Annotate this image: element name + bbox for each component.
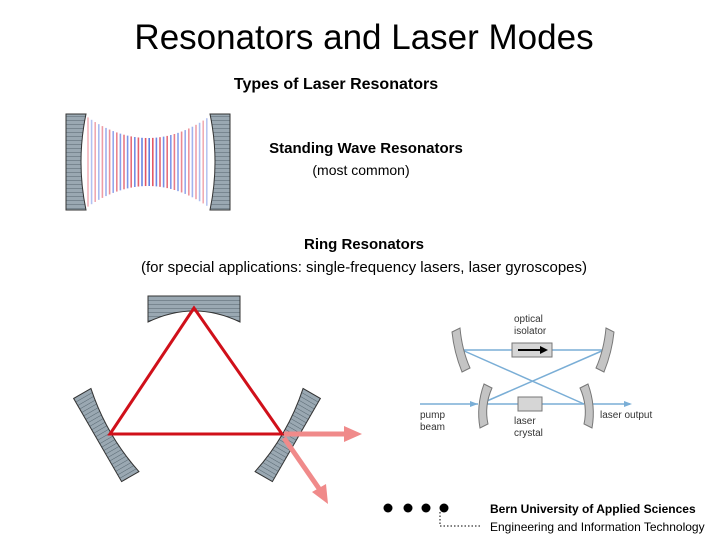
logo-dot-4 (439, 503, 449, 513)
footer-department: Engineering and Information Technology (490, 520, 705, 534)
left-mirror (65, 113, 87, 211)
ring-laser-figure: optical isolator pump beam laser crystal… (418, 310, 668, 442)
fig-laser-crystal (517, 396, 543, 412)
fig-label-pump-2: beam (420, 422, 445, 433)
slide-subtitle: Types of Laser Resonators (233, 76, 439, 93)
fig-label-isolator-1: optical (514, 314, 543, 325)
output-arrow-diagonal (312, 484, 328, 504)
fig-pump-arrow (470, 401, 478, 407)
fig-label-output: laser output (600, 410, 652, 421)
fig-label-isolator-2: isolator (514, 326, 547, 337)
logo-dot-2 (403, 503, 413, 513)
ring-beam (107, 305, 285, 436)
fig-mirror-bottom-right (579, 383, 594, 429)
ring-subtitle: (for special applications: single-freque… (140, 259, 588, 276)
ring-resonator-illustration (70, 292, 370, 512)
right-mirror (209, 113, 231, 211)
fig-isolator-arrow-head (540, 346, 548, 354)
fig-label-pump-1: pump (420, 410, 445, 421)
output-beam-diagonal (281, 436, 323, 492)
fig-label-crystal-1: laser (514, 416, 536, 427)
output-arrow-horizontal (344, 426, 362, 442)
fig-beam-cross-1 (461, 349, 585, 405)
standing-wave-subtitle: (most common) (312, 162, 410, 178)
fig-label-crystal-2: crystal (514, 428, 543, 439)
fig-beam-cross-2 (479, 349, 605, 405)
fig-mirror-top-right (595, 327, 615, 373)
fig-output-arrow (624, 401, 632, 407)
bern-logo (378, 496, 488, 541)
logo-dotted-line (439, 512, 482, 527)
left-ring-mirror (72, 387, 140, 483)
fig-mirror-top-left (451, 327, 471, 373)
ring-title: Ring Resonators (303, 236, 424, 253)
standing-wave (87, 117, 208, 207)
logo-dot-1 (383, 503, 393, 513)
standing-wave-illustration (62, 112, 242, 212)
standing-wave-title: Standing Wave Resonators (269, 140, 463, 157)
slide-title: Resonators and Laser Modes (134, 18, 594, 57)
logo-dot-3 (421, 503, 431, 513)
fig-mirror-bottom-left (478, 383, 493, 429)
footer-institution: Bern University of Applied Sciences (490, 502, 696, 516)
